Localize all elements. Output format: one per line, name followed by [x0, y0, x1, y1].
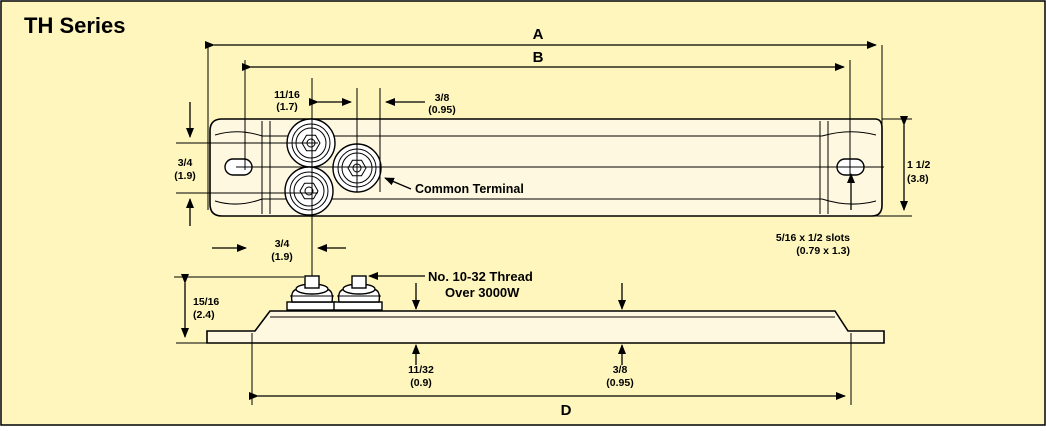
dim-11-16: 11/16 [274, 89, 300, 101]
dim-3-8-base: 3/8 [613, 364, 628, 376]
dim-3-4-bottom: 3/4 [275, 238, 290, 250]
dim-3-4-left: 3/4 [178, 157, 193, 169]
dim-3-8-top: 3/8 [435, 92, 450, 104]
common-terminal-label: Common Terminal [415, 182, 524, 196]
terminal-stud-side-2 [333, 275, 383, 311]
series-title: TH Series [24, 13, 126, 38]
dim-1-1-2: 1 1/2 [907, 159, 931, 171]
dim-1-1-2-mm: (3.8) [907, 173, 929, 185]
dim-15-16: 15/16 [193, 296, 219, 308]
thread-label: No. 10-32 Thread [428, 269, 533, 284]
thread-label-2: Over 3000W [445, 285, 520, 300]
dim-3-4-bottom-mm: (1.9) [271, 251, 293, 263]
slots-label: 5/16 x 1/2 slots [776, 232, 850, 244]
dim-15-16-mm: (2.4) [193, 309, 215, 321]
dim-3-8-base-mm: (0.95) [606, 377, 633, 389]
dimension-d-label: D [561, 402, 572, 419]
dim-11-32-mm: (0.9) [410, 377, 432, 389]
slots-label-mm: (0.79 x 1.3) [796, 245, 850, 257]
side-view-resistor [206, 275, 885, 344]
terminal-bottom [284, 166, 334, 216]
dim-3-4-left-mm: (1.9) [174, 170, 196, 182]
dimension-b-label: B [533, 49, 544, 66]
dimension-a-label: A [533, 26, 544, 43]
dim-3-8-top-mm: (0.95) [428, 104, 455, 116]
dim-11-32: 11/32 [408, 364, 434, 376]
dim-11-16-mm: (1.7) [276, 101, 298, 113]
